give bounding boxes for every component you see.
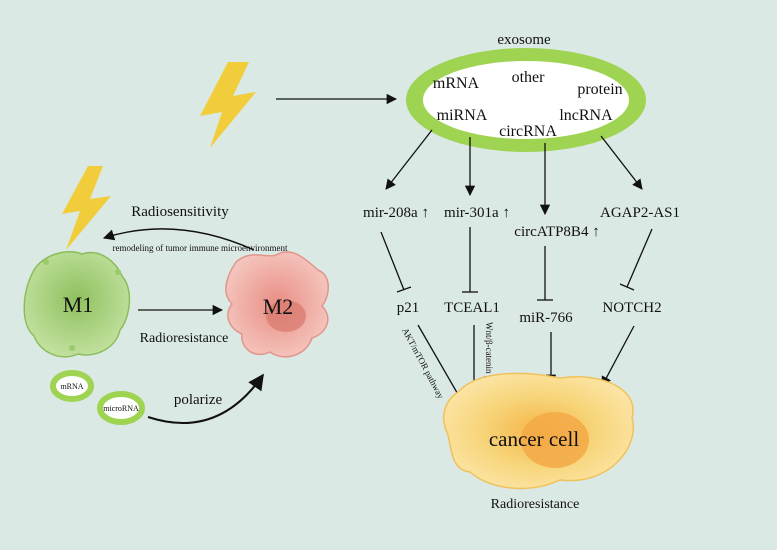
exosome-content-mirna: miRNA <box>437 107 488 124</box>
exosome-title: exosome <box>497 32 551 48</box>
inhibit-mir208a-p21 <box>380 231 412 293</box>
arrow-p21-to-cancer <box>417 324 464 404</box>
vesicle-mrna <box>50 370 94 402</box>
exosome-content-circrna: circRNA <box>499 123 557 140</box>
arrow-m2-to-m1 <box>102 228 255 251</box>
label-mir766: miR-766 <box>519 310 573 326</box>
label-mir208a: mir-208a ↑ <box>363 205 429 221</box>
label-mir301a: mir-301a ↑ <box>444 205 510 221</box>
vesicle-microrna-label: microRNA <box>103 404 139 413</box>
cancer-radioresistance-caption: Radioresistance <box>491 497 580 512</box>
label-wnt-pathway: Wnt/β-catenin pathway <box>484 322 494 407</box>
label-circatp8b4: circATP8B4 ↑ <box>514 224 599 240</box>
arrow-notch2-to-cancer <box>601 325 635 387</box>
label-m2: M2 <box>263 294 294 319</box>
inhibit-circatp8b4-mir766 <box>537 246 553 301</box>
arrow-exosome-to-agap2 <box>600 135 643 190</box>
lightning-icon <box>62 166 111 250</box>
label-radioresistance-m: Radioresistance <box>140 331 229 346</box>
exosome-lumen <box>423 61 629 139</box>
cancer-cell-label: cancer cell <box>489 427 580 451</box>
inhibit-agap2-notch2 <box>619 228 653 291</box>
inhibit-mir301a-tceal1 <box>462 227 478 293</box>
vesicle-microrna <box>97 391 145 425</box>
exosome-content-protein: protein <box>577 81 622 98</box>
exosome-content-other: other <box>512 69 546 86</box>
exosome-content-lncrna: lncRNA <box>559 107 613 124</box>
label-radiosensitivity: Radiosensitivity <box>131 204 229 220</box>
m1-granule <box>69 345 75 351</box>
m1-granule <box>43 259 49 265</box>
m1-granule <box>115 269 121 275</box>
exosome-content-mrna: mRNA <box>433 75 480 92</box>
lightning-icon <box>200 62 256 148</box>
label-agap2: AGAP2-AS1 <box>600 205 680 221</box>
cancer-nucleus <box>521 412 589 468</box>
arrow-polarize <box>147 373 264 424</box>
label-polarize: polarize <box>174 392 223 408</box>
label-remodeling: remodeling of tumor immune microenvironm… <box>113 243 288 253</box>
label-p21: p21 <box>397 300 420 316</box>
label-m1: M1 <box>63 292 94 317</box>
arrow-exosome-to-mir208a <box>385 129 433 190</box>
vesicle-mrna-label: mRNA <box>60 382 83 391</box>
label-tceal1: TCEAL1 <box>444 300 500 316</box>
m2-nucleus <box>266 300 306 332</box>
label-notch2: NOTCH2 <box>602 300 661 316</box>
m1-macrophage <box>23 250 131 358</box>
